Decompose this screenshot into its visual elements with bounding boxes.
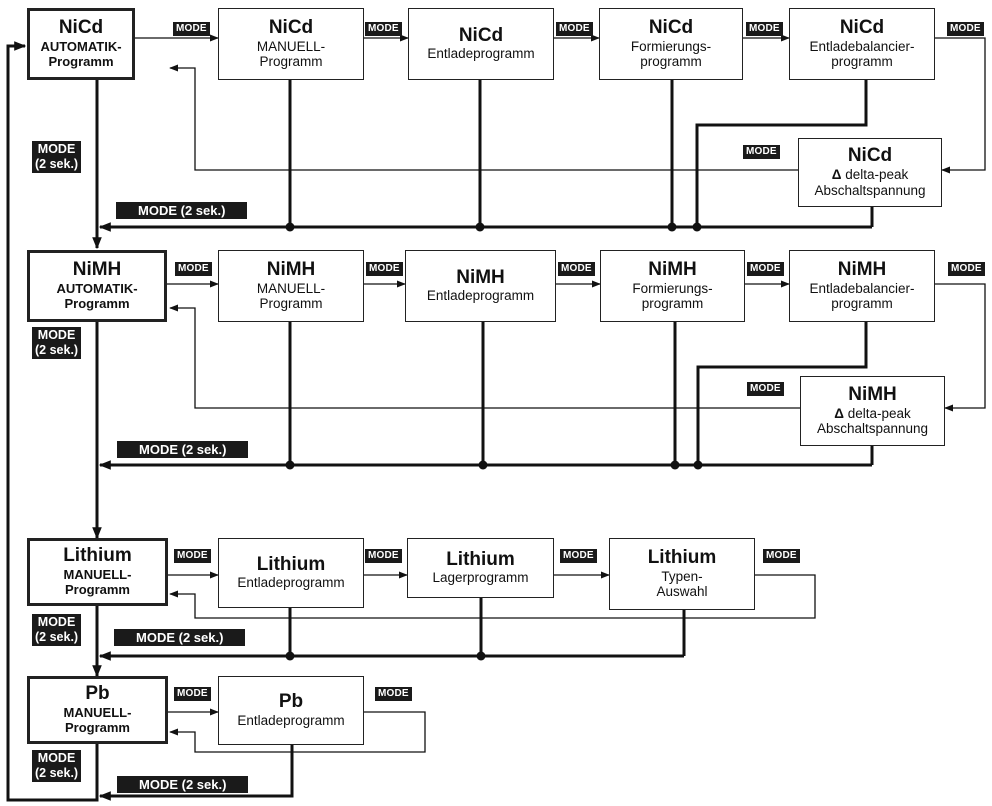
nimh-balancier-box: NiMH Entladebalancier- programm <box>789 250 935 322</box>
mode-tag: MODE <box>365 22 402 36</box>
mode-tag: MODE <box>747 262 784 276</box>
nimh-formierung-box: NiMH Formierungs- programm <box>600 250 745 322</box>
nimh-title: NiMH <box>837 258 887 280</box>
wire-pb-return <box>98 745 294 801</box>
mode-2s-wide-tag: MODE (2 sek.) <box>117 776 249 793</box>
nicd-manuell-label: MANUELL- Programm <box>256 38 326 70</box>
nicd-abschalt-label: Abschaltspannung <box>814 182 926 198</box>
nimh-automatik-box: NiMH AUTOMATIK- Programm <box>27 250 167 322</box>
nicd-formierung-box: NiCd Formierungs- programm <box>599 8 743 80</box>
li-lager-label: Lagerprogramm <box>432 570 529 586</box>
nimh-entlade-box: NiMH Entladeprogramm <box>405 250 556 322</box>
nicd-title: NiCd <box>268 16 314 38</box>
pb-manuell-box: Pb MANUELL- Programm <box>27 676 168 744</box>
arrow-nicd-deltapeak-to-auto <box>169 64 798 171</box>
arrow-li-typen-to-manuell <box>169 574 816 619</box>
wire-nimh-balancier-down <box>696 322 868 465</box>
nimh-title: NiMH <box>648 258 697 280</box>
nicd-entlade-label: Entladeprogramm <box>427 46 535 62</box>
nimh-title: NiMH <box>456 266 505 288</box>
mode-tag: MODE <box>763 549 800 563</box>
nicd-title: NiCd <box>847 145 893 167</box>
arrow-nicd-balancier-to-deltapeak <box>935 37 986 174</box>
nicd-manuell-box: NiCd MANUELL- Programm <box>218 8 364 80</box>
mode-tag: MODE <box>173 22 210 36</box>
pb-manuell-label: MANUELL- Programm <box>63 705 132 736</box>
pb-title: Pb <box>278 691 304 713</box>
mode-2s-tag: MODE (2 sek.) <box>32 750 82 782</box>
wire-pb-to-nicd <box>6 41 99 802</box>
nicd-title: NiCd <box>839 16 885 38</box>
mode-tag: MODE <box>174 549 211 563</box>
nicd-balancier-box: NiCd Entladebalancier- programm <box>789 8 935 80</box>
nimh-title: NiMH <box>848 383 897 405</box>
nicd-title: NiCd <box>58 17 104 39</box>
nicd-automatik-label: AUTOMATIK- Programm <box>40 39 122 70</box>
nicd-deltapeak-box: NiCd Δ delta-peak Abschaltspannung <box>798 138 942 207</box>
pb-title: Pb <box>85 683 110 705</box>
arrow-nimh-deltapeak-to-auto <box>169 304 800 409</box>
delta-icon: Δ <box>834 405 844 421</box>
nimh-abschalt-label: Abschaltspannung <box>816 421 929 437</box>
mode-tag: MODE <box>556 22 593 36</box>
li-typen-label: Typen- Auswahl <box>656 568 708 600</box>
arrow-pb-entlade-to-manuell <box>169 711 426 753</box>
mode-2s-wide-tag: MODE (2 sek.) <box>114 629 246 646</box>
li-title: Lithium <box>446 548 515 570</box>
nimh-deltapeak-label: delta-peak <box>847 405 911 421</box>
mode-tag: MODE <box>743 145 780 159</box>
mode-tag: MODE <box>558 262 595 276</box>
nicd-entlade-box: NiCd Entladeprogramm <box>408 8 554 80</box>
nimh-title: NiMH <box>266 258 316 280</box>
nimh-manuell-label: MANUELL- Programm <box>256 280 326 312</box>
li-title: Lithium <box>63 545 132 567</box>
mode-2s-tag: MODE (2 sek.) <box>32 327 82 359</box>
li-manuell-label: MANUELL- Programm <box>63 567 132 598</box>
mode-2s-tag: MODE (2 sek.) <box>32 614 82 646</box>
pb-entlade-box: Pb Entladeprogramm <box>218 676 364 745</box>
mode-tag: MODE <box>366 262 403 276</box>
pb-entlade-label: Entladeprogramm <box>237 712 345 728</box>
nimh-title: NiMH <box>72 259 122 281</box>
nicd-automatik-box: NiCd AUTOMATIK- Programm <box>27 8 135 80</box>
nicd-formierung-label: Formierungs- programm <box>630 38 712 70</box>
nimh-deltapeak-box: NiMH Δ delta-peak Abschaltspannung <box>800 376 945 446</box>
mode-tag: MODE <box>947 22 984 36</box>
li-manuell-box: Lithium MANUELL- Programm <box>27 538 168 606</box>
mode-2s-wide-tag: MODE (2 sek.) <box>116 202 248 219</box>
mode-tag: MODE <box>747 382 784 396</box>
li-entlade-label: Entladeprogramm <box>237 575 345 591</box>
mode-tag: MODE <box>560 549 597 563</box>
nimh-balancier-label: Entladebalancier- programm <box>809 280 915 312</box>
li-title: Lithium <box>256 553 326 575</box>
nimh-automatik-label: AUTOMATIK- Programm <box>56 281 138 312</box>
mode-tag: MODE <box>365 549 402 563</box>
nimh-manuell-box: NiMH MANUELL- Programm <box>218 250 364 322</box>
nicd-deltapeak-label: delta-peak <box>845 167 909 183</box>
nicd-balancier-label: Entladebalancier- programm <box>809 38 915 70</box>
nimh-formierung-label: Formierungs- programm <box>632 280 713 312</box>
mode-tag: MODE <box>375 687 412 701</box>
li-typen-box: Lithium Typen- Auswahl <box>609 538 755 610</box>
li-entlade-box: Lithium Entladeprogramm <box>218 538 364 608</box>
mode-tag: MODE <box>175 262 212 276</box>
arrow-nimh-balancier-to-deltapeak <box>935 283 986 412</box>
nicd-title: NiCd <box>648 16 694 38</box>
mode-tag: MODE <box>948 262 985 276</box>
nimh-entlade-label: Entladeprogramm <box>426 288 535 304</box>
mode-tag: MODE <box>174 687 211 701</box>
mode-2s-tag: MODE (2 sek.) <box>32 141 82 173</box>
junction-dots <box>285 222 703 661</box>
li-lager-box: Lithium Lagerprogramm <box>407 538 554 598</box>
delta-icon: Δ <box>831 167 842 183</box>
mode-2s-wide-tag: MODE (2 sek.) <box>117 441 249 458</box>
mode-tag: MODE <box>746 22 783 36</box>
nicd-title: NiCd <box>458 24 504 46</box>
li-title: Lithium <box>647 546 717 568</box>
wire-nicd-balancier-down <box>695 80 868 227</box>
